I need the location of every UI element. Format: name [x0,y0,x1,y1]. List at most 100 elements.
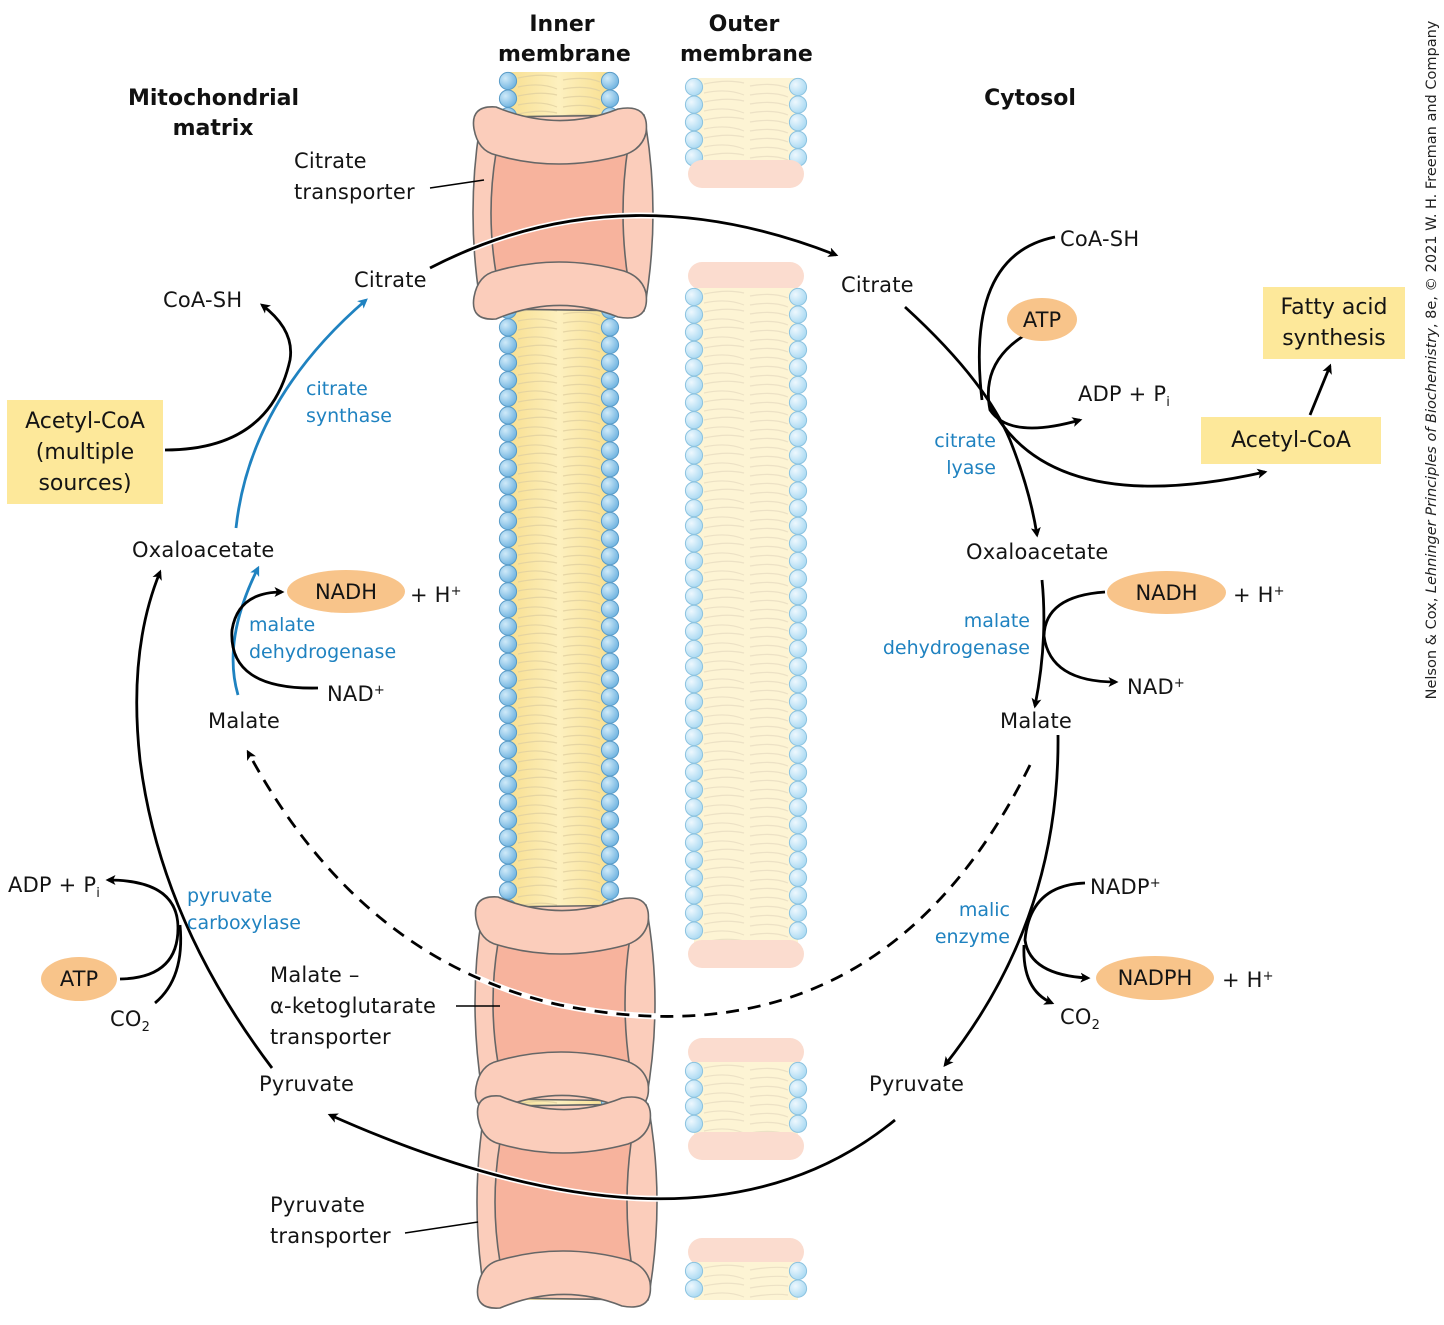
phospholipid-head [498,318,518,337]
phospholipid-head [788,903,808,923]
cytosol-coa-sh: CoA-SH [1060,227,1140,251]
phospholipid-head [684,287,704,307]
phospholipid-head [600,793,620,812]
lipid-tail [562,482,601,488]
lipid-tail [703,614,745,619]
lipid-tail [562,608,601,614]
lipid-tail [749,437,789,443]
lipid-tail [562,869,601,875]
citrate-transporter-leader [429,179,485,189]
lipid-tail [517,326,558,331]
superscript-plus: + [1273,584,1285,599]
lipid-tail [703,416,745,421]
lipid-tail [749,392,789,398]
phospholipid-head [498,564,518,583]
phospholipid-head [498,811,518,830]
lipid-tail [749,83,789,89]
reaction-arrows [105,179,1332,1234]
fatty-acid-line2: synthesis [1282,326,1386,351]
outer-membrane-segment [684,287,808,950]
credit-authors: Nelson & Cox, [1424,593,1440,700]
lipid-tail [703,578,745,583]
phospholipid-head [684,763,704,782]
lipid-tail [703,462,745,468]
transporter-bottom-lip [472,261,648,320]
lipid-tail [703,452,745,457]
malic-enzyme-arrow [943,734,1060,1067]
phospholipid-head [684,569,704,588]
lipid-tail [517,534,558,540]
lipid-tail [562,392,601,398]
lipid-tail [562,491,601,497]
lipid-tail [749,851,789,857]
phospholipid-head [498,599,518,619]
pyruvate-carboxylase-arrow [135,569,274,1069]
phospholipid-head [684,710,704,729]
lipid-tail [749,770,789,776]
cytosol-mdh-line2: dehydrogenase [882,637,1030,659]
phospholipid-head [788,77,808,97]
subscript-i: i [1166,395,1171,410]
lipid-tail [749,1112,789,1118]
matrix-mdh-line1: malate [249,614,316,636]
matrix-co2: CO2 [110,1006,150,1041]
lipid-tail [749,635,789,641]
lipid-tail [517,434,558,439]
citrate-synthase-line1: citrate [306,378,368,400]
phospholipid-head [684,622,704,641]
lipid-tail [749,146,789,152]
lipid-tail [517,776,558,781]
phospholipid-head [788,763,808,782]
lipid-tail [562,554,601,560]
superscript-plus: + [450,584,462,599]
lipid-tail [703,434,745,439]
phospholipid-head [498,476,518,495]
lipid-tail [562,581,601,587]
lipid-tail [517,570,558,576]
phospholipid-head [600,687,620,707]
phospholipid-head [684,323,704,342]
phospholipid-head [788,534,808,553]
lipid-tail [517,804,558,810]
lipid-tail [562,896,601,902]
lipid-tail [703,866,745,871]
phospholipid-head [600,670,620,689]
phospholipid-head [788,1261,808,1281]
phospholipid-head [600,599,620,619]
lipid-tail [749,1076,789,1082]
lipid-tail [562,680,601,686]
lipid-tail [749,590,789,596]
lipid-tail [749,698,789,704]
phospholipid-head [684,868,704,887]
lipid-tail [562,806,601,812]
lipid-tail [703,372,745,378]
lipid-tail [703,398,745,403]
phospholipid-head [600,828,620,847]
lipid-tail [749,905,789,911]
lipid-core [694,288,798,950]
phospholipid-head [498,388,518,407]
lipid-tail [562,743,601,749]
outer-membrane-cap [688,1238,804,1266]
lipid-tail [517,704,558,709]
lipid-tail [749,509,789,515]
nadph-text: NADPH [1117,966,1193,990]
cytosol-mdh-arrow [1031,579,1046,709]
lipid-tail [749,824,789,830]
matrix-mdh-line2: dehydrogenase [249,641,397,663]
lipid-tail [749,779,789,785]
outer-membrane-cap [688,1132,804,1160]
citrate-transporter [472,106,654,320]
lipid-tail [562,455,601,461]
phospholipid-head [684,851,704,870]
phospholipid-head [788,340,808,359]
lipid-tail [562,617,601,623]
lipid-tail [749,1121,789,1127]
phospholipid-head [600,441,620,460]
citrate-lyase-label: citrate lyase [910,428,996,482]
lipid-tail [749,311,789,317]
lipid-tail [517,92,558,97]
phospholipid-head [684,1279,704,1298]
